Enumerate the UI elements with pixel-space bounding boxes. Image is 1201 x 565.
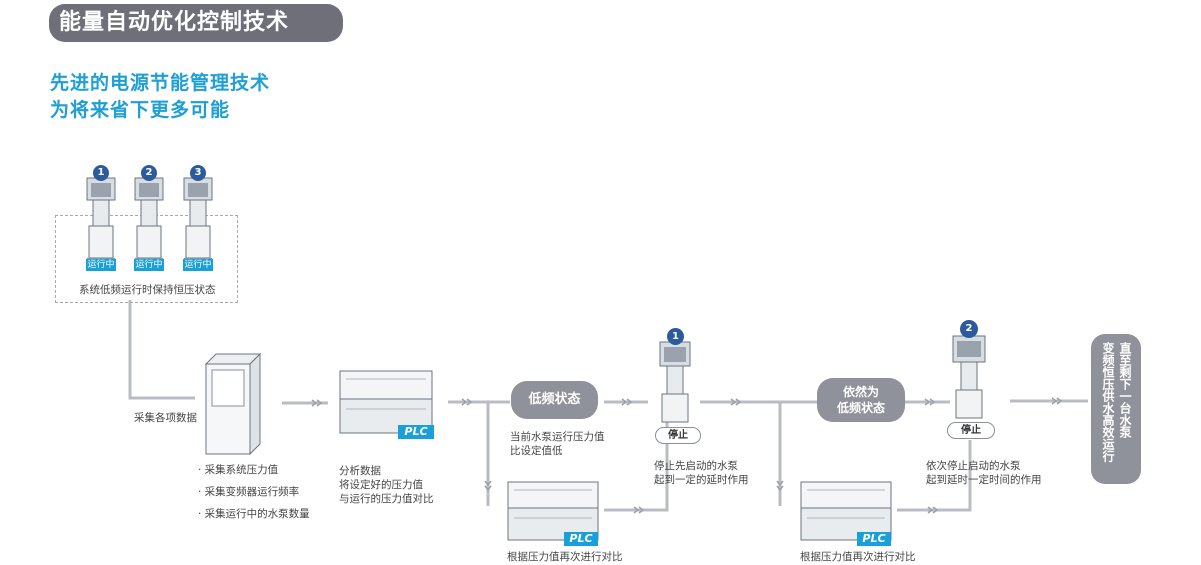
pump-3: 3 运行中	[180, 163, 216, 273]
pump-number-badge: 1	[667, 328, 684, 345]
low-frequency-desc-2: 比设定值低	[510, 445, 563, 457]
pump-status-tag: 运行中	[86, 259, 116, 271]
still-low-frequency-pill: 依然为 低频状态	[817, 378, 905, 422]
collect-bullet: · 采集运行中的水泵数量	[198, 508, 310, 520]
final-result-pill: 直至剩下一台水泵 变频恒压供水高效运行	[1091, 334, 1141, 484]
collect-bullet: · 采集系统压力值	[198, 464, 279, 476]
final-result-line-2: 变频恒压供水高效运行	[1101, 342, 1115, 462]
stop-pump-2: 2	[948, 318, 990, 422]
stop-badge: 停止	[655, 427, 701, 444]
stop-pump-2-desc-2: 起到延时一定时间的作用	[926, 474, 1042, 486]
pump-status-tag: 运行中	[183, 259, 213, 271]
pump-icon	[183, 177, 213, 262]
plc-compare-2: PLC	[797, 478, 897, 548]
plc-compare-1-caption: 根据压力值再次进行对比	[507, 551, 623, 563]
final-result-line-1: 直至剩下一台水泵	[1118, 342, 1132, 438]
plc-badge: PLC	[857, 532, 891, 546]
low-frequency-pill: 低频状态	[511, 381, 598, 419]
collect-bullet: · 采集变频器运行频率	[198, 486, 300, 498]
control-cabinet	[202, 352, 264, 456]
page-title: 能量自动优化控制技术	[49, 4, 343, 42]
plc-main-desc-2: 将设定好的压力值	[339, 479, 423, 491]
stop-pump-1-desc-1: 停止先启动的水泵	[654, 460, 738, 472]
pump-number-badge: 2	[960, 320, 978, 338]
cabinet-icon	[204, 352, 262, 456]
plc-main-desc-3: 与运行的压力值对比	[339, 493, 434, 505]
pump-2: 2 运行中	[131, 163, 167, 273]
pump-1: 1 运行中	[83, 163, 119, 273]
still-low-line-1: 依然为	[842, 385, 879, 399]
pump-number-badge: 1	[93, 165, 109, 181]
pump-number-badge: 2	[141, 165, 157, 181]
plc-badge: PLC	[564, 532, 598, 546]
low-frequency-desc-1: 当前水泵运行压力值	[510, 431, 605, 443]
stop-pump-2-desc-1: 依次停止启动的水泵	[926, 460, 1021, 472]
pump-number-badge: 3	[190, 165, 206, 181]
pump-icon	[952, 335, 986, 419]
pump-status-tag: 运行中	[134, 259, 164, 271]
plc-compare-2-caption: 根据压力值再次进行对比	[800, 551, 916, 563]
collect-label: 采集各项数据	[134, 412, 197, 424]
still-low-line-2: 低频状态	[836, 401, 885, 415]
plc-main-desc-1: 分析数据	[339, 465, 381, 477]
stop-badge: 停止	[947, 422, 995, 439]
plc-icon	[507, 481, 599, 541]
subtitle-line-2: 为将来省下更多可能	[50, 99, 231, 121]
plc-main: PLC	[336, 367, 440, 441]
pump-icon	[659, 341, 691, 423]
plc-badge: PLC	[398, 425, 434, 439]
stop-pump-1: 1	[655, 326, 695, 426]
pump-group-caption: 系统低频运行时保持恒压状态	[79, 284, 216, 296]
subtitle-line-1: 先进的电源节能管理技术	[50, 72, 271, 94]
stop-pump-1-desc-2: 起到一定的延时作用	[654, 474, 749, 486]
plc-compare-1: PLC	[504, 478, 604, 548]
